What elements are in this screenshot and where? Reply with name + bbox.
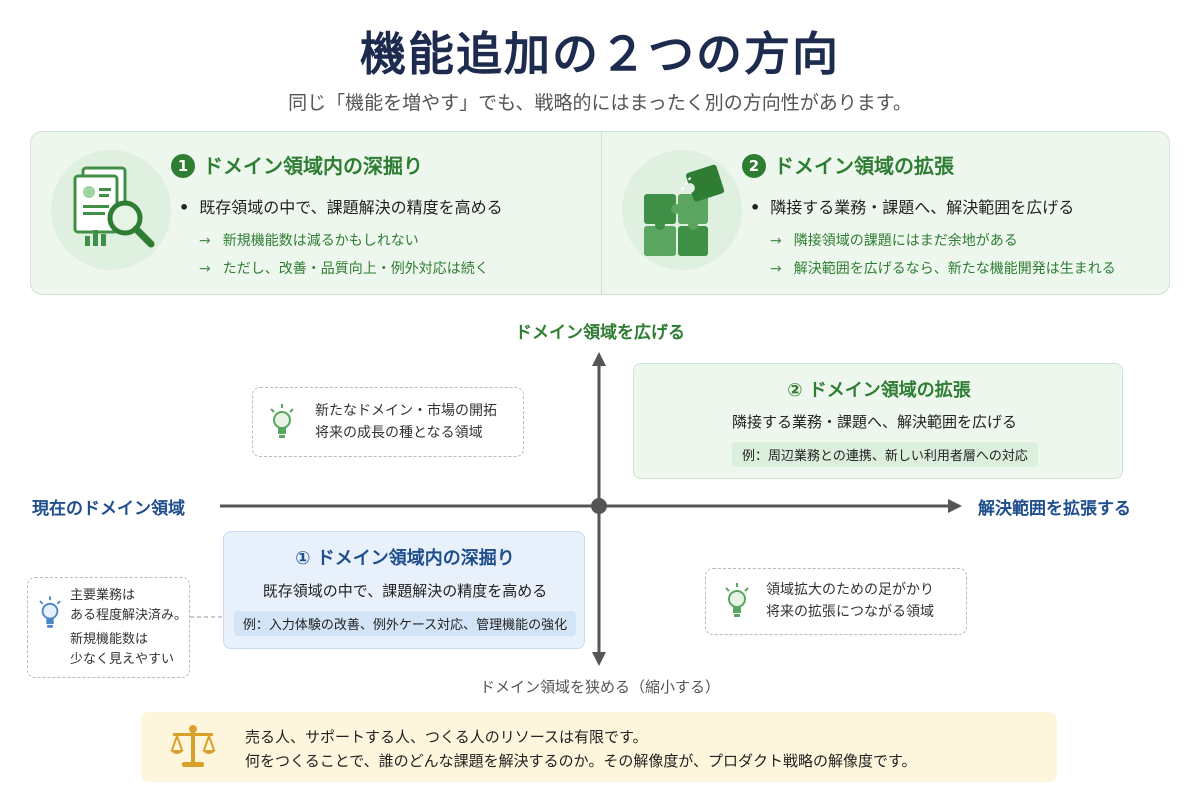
quadrant-body: 隣接する業務・課題へ、解決範囲を広げる — [732, 413, 1018, 431]
arrow-up-icon — [592, 352, 606, 366]
arrow-right-icon — [948, 499, 962, 513]
card-subpoint: → 隣接領域の課題にはまだ余地がある — [770, 230, 1018, 250]
quadrant-body: 既存領域の中で、課題解決の精度を高める — [262, 582, 548, 600]
card-subpoint: → ただし、改善・品質向上・例外対応は続く — [199, 258, 489, 278]
card-expansion: 2 ドメイン領域の拡張 • 隣接する業務・課題へ、解決範囲を広げる → 隣接領域の課題… — [602, 132, 1170, 294]
card-subpoint-text: 解決範囲を広げるなら、新たな機能開発は生まれる — [793, 261, 1116, 277]
note-line: 将来の成長の種となる領域 — [315, 425, 483, 441]
arrow-right-icon: → — [199, 233, 211, 249]
scales-icon — [170, 725, 216, 767]
lightbulb-icon — [725, 583, 749, 617]
arrow-down-icon — [592, 652, 606, 666]
card-bullet-text: 隣接する業務・課題へ、解決範囲を広げる — [770, 198, 1075, 217]
note-expansion-foothold: 領域拡大のための足がかり 将来の拡張につながる領域 — [705, 568, 967, 635]
axis-label-right: 解決範囲を拡張する — [978, 499, 1131, 519]
note-line: 主要業務は — [70, 588, 136, 603]
card-subpoint-text: ただし、改善・品質向上・例外対応は続く — [222, 261, 489, 277]
bullet-dot: • — [179, 198, 190, 217]
card-title: 2 ドメイン領域の拡張 — [742, 150, 954, 179]
card-subpoint-text: 隣接領域の課題にはまだ余地がある — [793, 233, 1018, 249]
card-bullet: • 隣接する業務・課題へ、解決範囲を広げる — [750, 194, 1074, 218]
arrow-right-icon: → — [770, 233, 782, 249]
note-main-tasks: 主要業務は ある程度解決済み。 新規機能数は 少なく見えやすい — [27, 577, 190, 678]
axis-origin — [591, 498, 607, 514]
axis-label-bottom: ドメイン領域を狭める（縮小する） — [479, 678, 720, 696]
quadrant-title: ① ドメイン領域内の深掘り — [295, 548, 515, 569]
callout-line: 売る人、サポートする人、つくる人のリソースは有限です。 — [245, 728, 648, 746]
quadrant-expansion: ② ドメイン領域の拡張 隣接する業務・課題へ、解決範囲を広げる 例：周辺業務との… — [633, 363, 1123, 479]
arrow-right-icon: → — [199, 261, 211, 277]
callout-line: 何をつくることで、誰のどんな課題を解決するのか。その解像度が、プロダクト戦略の解… — [245, 752, 917, 770]
note-line: 領域拡大のための足がかり — [766, 582, 934, 598]
lightbulb-icon — [39, 596, 61, 628]
number-badge: 2 — [742, 154, 766, 178]
card-subpoint: → 新規機能数は減るかもしれない — [199, 230, 419, 250]
quadrant-example: 例：周辺業務との連携、新しい利用者層への対応 — [732, 442, 1038, 467]
card-subpoint-text: 新規機能数は減るかもしれない — [222, 233, 419, 249]
page-subtitle: 同じ「機能を増やす」でも、戦略的にはまったく別の方向性があります。 — [288, 92, 912, 114]
card-subpoint: → 解決範囲を広げるなら、新たな機能開発は生まれる — [770, 258, 1116, 278]
card-title: 1 ドメイン領域内の深掘り — [171, 150, 423, 179]
note-line: ある程度解決済み。 — [70, 608, 188, 623]
note-line: 将来の拡張につながる領域 — [766, 604, 934, 620]
card-bullet-text: 既存領域の中で、課題解決の精度を高める — [199, 198, 503, 217]
cards-divider — [601, 132, 602, 294]
card-title-text: ドメイン領域の拡張 — [774, 154, 954, 178]
note-line: 新規機能数は — [70, 632, 149, 647]
resource-callout: 売る人、サポートする人、つくる人のリソースは有限です。 何をつくることで、誰のど… — [141, 712, 1057, 782]
report-magnifier-icon — [51, 150, 171, 270]
lightbulb-icon — [270, 404, 294, 438]
note-line: 新たなドメイン・市場の開拓 — [315, 403, 497, 419]
page-title: 機能追加の２つの方向 — [360, 27, 840, 81]
axis-label-top: ドメイン領域を広げる — [515, 323, 685, 343]
number-badge: 1 — [171, 154, 195, 178]
note-line: 少なく見えやすい — [70, 652, 175, 667]
axis-label-left: 現在のドメイン領域 — [32, 499, 185, 519]
arrow-right-icon: → — [770, 261, 782, 277]
puzzle-icon — [622, 150, 742, 270]
direction-cards-panel: 1 ドメイン領域内の深掘り • 既存領域の中で、課題解決の精度を高める → 新規機能数… — [30, 131, 1170, 295]
note-new-market: 新たなドメイン・市場の開拓 将来の成長の種となる領域 — [252, 387, 524, 457]
card-deepening: 1 ドメイン領域内の深掘り • 既存領域の中で、課題解決の精度を高める → 新規機能数… — [31, 132, 601, 294]
quadrant-title: ② ドメイン領域の拡張 — [787, 380, 971, 401]
card-bullet: • 既存領域の中で、課題解決の精度を高める — [179, 194, 503, 218]
quadrant-deepening: ① ドメイン領域内の深掘り 既存領域の中で、課題解決の精度を高める 例：入力体験… — [223, 531, 585, 649]
card-title-text: ドメイン領域内の深掘り — [203, 154, 423, 178]
quadrant-example: 例：入力体験の改善、例外ケース対応、管理機能の強化 — [234, 611, 576, 636]
bullet-dot: • — [750, 198, 761, 217]
